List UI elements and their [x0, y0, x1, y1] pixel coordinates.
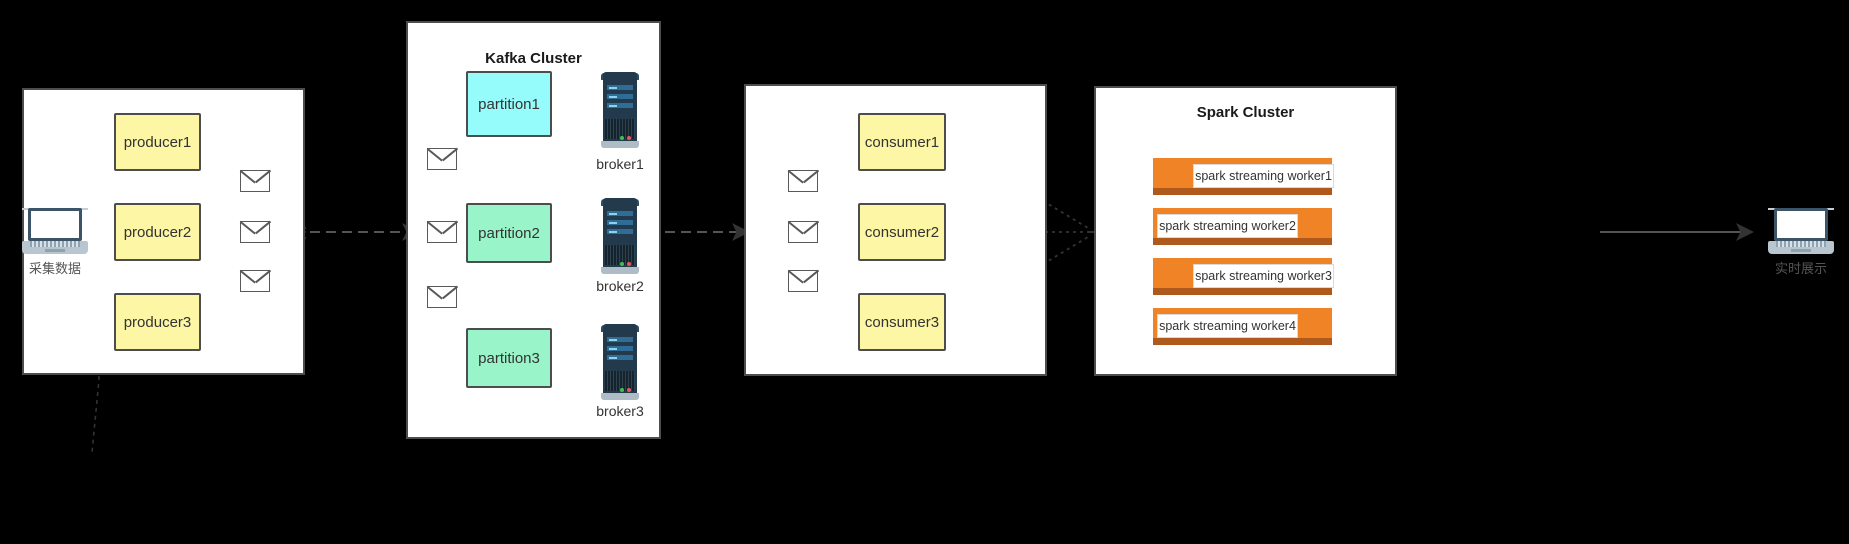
broker-label-3: broker3	[596, 403, 644, 419]
broker-label-1: broker1	[596, 156, 644, 172]
consumer-node-3[interactable]: consumer3	[858, 293, 946, 351]
envelope-icon	[240, 221, 270, 243]
producer-node-2-label: producer2	[123, 223, 192, 241]
envelope-icon	[788, 221, 818, 243]
partition-node-2-label: partition2	[478, 224, 540, 242]
consumer-node-3-label: consumer3	[864, 313, 940, 331]
spark-worker-2-tag: spark streaming worker2	[1157, 214, 1298, 238]
broker-label-2: broker2	[596, 278, 644, 294]
spark-worker-1[interactable]: spark streaming worker1	[1153, 158, 1334, 195]
envelope-icon	[240, 270, 270, 292]
consumer-node-1[interactable]: consumer1	[858, 113, 946, 171]
worker-base	[1153, 188, 1332, 195]
spark-worker-1-tag: spark streaming worker1	[1193, 164, 1334, 188]
envelope-icon	[427, 286, 457, 308]
consumer-node-1-label: consumer1	[864, 133, 940, 151]
consumer-node-2[interactable]: consumer2	[858, 203, 946, 261]
source-label: 采集数据	[28, 261, 81, 276]
kafka-title: Kafka Cluster	[485, 50, 582, 67]
envelope-icon	[788, 270, 818, 292]
partition-node-1[interactable]: partition1	[466, 71, 552, 137]
envelope-icon	[427, 221, 457, 243]
sink-label: 实时展示	[1774, 261, 1827, 276]
source-laptop-icon	[22, 208, 88, 254]
partition-node-1-label: partition1	[478, 95, 540, 113]
broker-server-icon-3	[600, 324, 640, 400]
consumer-node-2-label: consumer2	[864, 223, 940, 241]
envelope-icon	[427, 148, 457, 170]
spark-worker-3[interactable]: spark streaming worker3	[1153, 258, 1334, 295]
spark-worker-2-label: spark streaming worker2	[1159, 219, 1296, 233]
spark-worker-4[interactable]: spark streaming worker4	[1153, 308, 1332, 345]
envelope-icon	[240, 170, 270, 192]
worker-base	[1153, 238, 1332, 245]
producer-node-2[interactable]: producer2	[114, 203, 201, 261]
broker-server-icon-1	[600, 72, 640, 148]
spark-worker-3-tag: spark streaming worker3	[1193, 264, 1334, 288]
spark-worker-3-label: spark streaming worker3	[1195, 269, 1332, 283]
producer-node-1[interactable]: producer1	[114, 113, 201, 171]
spark-worker-2[interactable]: spark streaming worker2	[1153, 208, 1332, 245]
partition-node-3-label: partition3	[478, 349, 540, 367]
worker-base	[1153, 288, 1332, 295]
envelope-icon	[788, 170, 818, 192]
spark-worker-4-tag: spark streaming worker4	[1157, 314, 1298, 338]
producer-node-3[interactable]: producer3	[114, 293, 201, 351]
worker-base	[1153, 338, 1332, 345]
spark-worker-4-label: spark streaming worker4	[1159, 319, 1296, 333]
producer-node-3-label: producer3	[123, 313, 192, 331]
broker-server-icon-2	[600, 198, 640, 274]
partition-node-2[interactable]: partition2	[466, 203, 552, 263]
partition-node-3[interactable]: partition3	[466, 328, 552, 388]
spark-worker-1-label: spark streaming worker1	[1195, 169, 1332, 183]
producer-node-1-label: producer1	[123, 133, 192, 151]
sink-laptop-icon	[1768, 208, 1834, 254]
spark-title: Spark Cluster	[1196, 104, 1295, 121]
